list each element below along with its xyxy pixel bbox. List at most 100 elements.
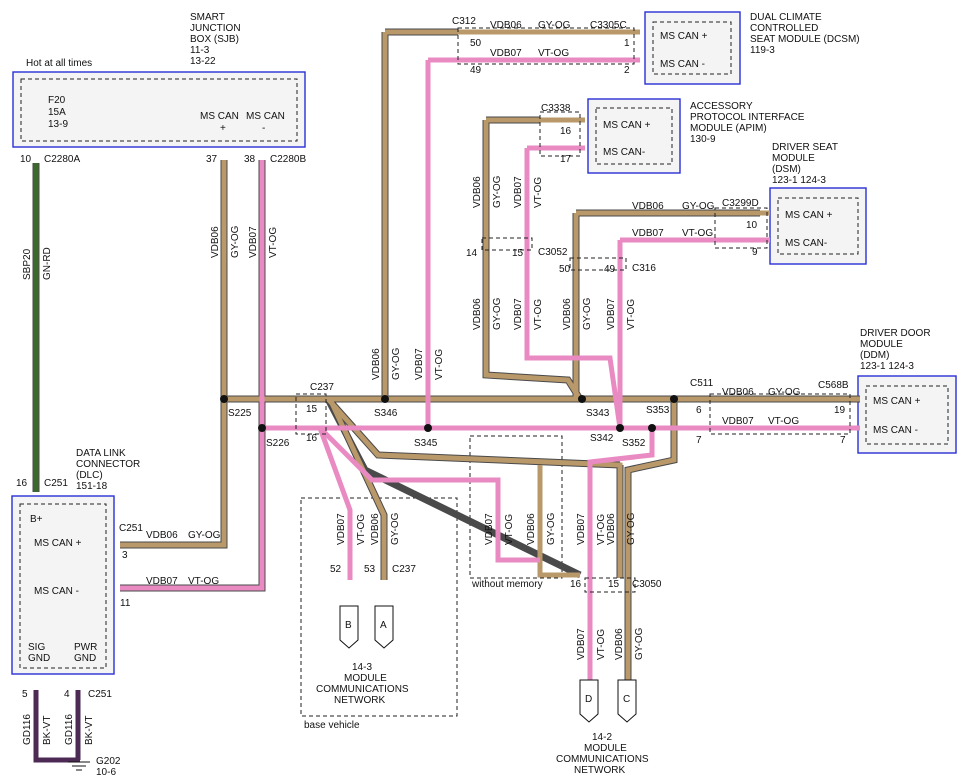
pin-7-ddm: 7 bbox=[840, 435, 846, 446]
circ-vdb06-c312: VDB06 bbox=[490, 20, 522, 31]
dcsm-title-3: SEAT MODULE (DCSM) bbox=[750, 34, 860, 45]
pin-9: 9 bbox=[752, 247, 758, 258]
connector-d-label: D bbox=[585, 694, 592, 705]
connector-c-shape bbox=[617, 679, 637, 723]
c3052-box bbox=[481, 237, 533, 251]
dlc-title-2: CONNECTOR bbox=[76, 459, 140, 470]
circ-gyog-s353: GY-OG bbox=[626, 512, 637, 545]
pin-15-c237: 15 bbox=[306, 404, 318, 415]
dlc-pwr-gnd-1: PWR bbox=[74, 642, 97, 653]
sjb-can-plus-1: MS CAN bbox=[200, 111, 239, 122]
pin-52: 52 bbox=[330, 564, 342, 575]
sjb-title-1: SMART bbox=[190, 12, 225, 23]
ddm-module bbox=[857, 375, 957, 454]
circ-vtog-c3052: VT-OG bbox=[533, 299, 544, 330]
circ-vdb06-c3052: VDB06 bbox=[472, 298, 483, 330]
pin-15-c3050: 15 bbox=[608, 579, 620, 590]
circ-vtog-c3050: VT-OG bbox=[596, 629, 607, 660]
pin-49: 49 bbox=[470, 65, 482, 76]
circ-vdb06-dsm: VDB06 bbox=[632, 201, 664, 212]
ddm-can-minus: MS CAN - bbox=[873, 425, 918, 436]
without-memory-region bbox=[469, 435, 563, 579]
conn-c251-bot: C251 bbox=[88, 689, 112, 700]
pin-10-dsm: 10 bbox=[746, 220, 758, 231]
circ-vdb07-apim: VDB07 bbox=[513, 176, 524, 208]
dsm-module bbox=[769, 187, 867, 265]
sjb-can-minus-2: - bbox=[262, 123, 265, 134]
net142-3: COMMUNICATIONS bbox=[556, 754, 649, 765]
conn-c251-mid: C251 bbox=[119, 523, 143, 534]
circ-vdb07-sjb: VDB07 bbox=[248, 226, 259, 258]
conn-c568b: C568B bbox=[818, 380, 849, 391]
circ-vdb06-s353: VDB06 bbox=[606, 513, 617, 545]
sjb-title-2: JUNCTION bbox=[190, 23, 241, 34]
pin-38: 38 bbox=[244, 154, 256, 165]
circ-vdb07-c237: VDB07 bbox=[336, 513, 347, 545]
circ-vdb07-ddm: VDB07 bbox=[722, 416, 754, 427]
circ-bkvt-b: BK-VT bbox=[84, 716, 95, 745]
splice-s346: S346 bbox=[374, 408, 398, 419]
sjb-can-minus-1: MS CAN bbox=[246, 111, 285, 122]
pin-5: 5 bbox=[22, 689, 28, 700]
pin-16-c237: 16 bbox=[306, 433, 318, 444]
pin-37: 37 bbox=[206, 154, 218, 165]
circ-vtog-c237: VT-OG bbox=[356, 514, 367, 545]
connector-b-label: B bbox=[345, 620, 352, 631]
fuse-15a: 15A bbox=[48, 107, 66, 118]
circ-gyog-mid: GY-OG bbox=[391, 347, 402, 380]
circ-vdb06-c316: VDB06 bbox=[562, 298, 573, 330]
ground-symbol bbox=[68, 761, 90, 771]
dsm-title-4: 123-1 124-3 bbox=[772, 175, 826, 186]
circ-gyog-dsm: GY-OG bbox=[682, 201, 715, 212]
circ-vdb07-c316: VDB07 bbox=[606, 298, 617, 330]
pin-11: 11 bbox=[120, 598, 131, 609]
apim-title-1: ACCESSORY bbox=[690, 101, 753, 112]
circ-vtog-ddm: VT-OG bbox=[768, 416, 799, 427]
circ-vtog-c316: VT-OG bbox=[626, 299, 637, 330]
circ-vdb06-apim: VDB06 bbox=[472, 176, 483, 208]
circ-gyog-c237: GY-OG bbox=[390, 512, 401, 545]
pin-50: 50 bbox=[470, 38, 482, 49]
dcsm-module bbox=[644, 11, 741, 85]
circ-vdb07-c312: VDB07 bbox=[490, 48, 522, 59]
net142-2: MODULE bbox=[584, 743, 627, 754]
circ-gyog-c316: GY-OG bbox=[582, 297, 593, 330]
ddm-title-4: 123-1 124-3 bbox=[860, 361, 914, 372]
conn-c511: C511 bbox=[690, 378, 714, 389]
circ-vdb07-mem: VDB07 bbox=[484, 513, 495, 545]
circ-gyog-c312: GY-OG bbox=[538, 20, 571, 31]
apim-title-2: PROTOCOL INTERFACE bbox=[690, 112, 805, 123]
dcsm-can-minus: MS CAN - bbox=[660, 59, 705, 70]
splice-s226: S226 bbox=[266, 438, 290, 449]
pin-17: 17 bbox=[560, 154, 572, 165]
circ-vtog-mem: VT-OG bbox=[504, 514, 515, 545]
sjb-module bbox=[12, 71, 306, 148]
ground-label-2: 10-6 bbox=[96, 767, 116, 778]
circ-vdb07-c3050: VDB07 bbox=[576, 628, 587, 660]
ddm-title-1: DRIVER DOOR bbox=[860, 328, 931, 339]
circ-gd116-a: GD116 bbox=[22, 714, 33, 745]
apim-can-minus: MS CAN- bbox=[603, 147, 645, 158]
pin-19: 19 bbox=[834, 405, 846, 416]
dlc-title-3: (DLC) bbox=[76, 470, 103, 481]
dlc-title-4: 151-18 bbox=[76, 481, 108, 492]
conn-c3338: C3338 bbox=[541, 103, 571, 114]
apim-title-3: MODULE (APIM) bbox=[690, 123, 767, 134]
circ-gyog-apim: GY-OG bbox=[492, 175, 503, 208]
circ-vdb07-mid: VDB07 bbox=[414, 348, 425, 380]
circ-vdb06-mid: VDB06 bbox=[371, 348, 382, 380]
c316-box bbox=[569, 257, 627, 271]
circ-vtog-mid: VT-OG bbox=[434, 349, 445, 380]
net142-1: 14-2 bbox=[592, 732, 612, 743]
conn-c3050: C3050 bbox=[632, 579, 662, 590]
pin-53: 53 bbox=[364, 564, 376, 575]
dlc-pwr-gnd-2: GND bbox=[74, 653, 96, 664]
ground-label-1: G202 bbox=[96, 756, 121, 767]
connector-a-label: A bbox=[380, 620, 387, 631]
ddm-can-plus: MS CAN + bbox=[873, 396, 921, 407]
connector-d-shape bbox=[579, 679, 599, 723]
apim-title-4: 130-9 bbox=[690, 134, 716, 145]
net143-2: MODULE bbox=[344, 673, 387, 684]
dcsm-can-plus: MS CAN + bbox=[660, 31, 708, 42]
